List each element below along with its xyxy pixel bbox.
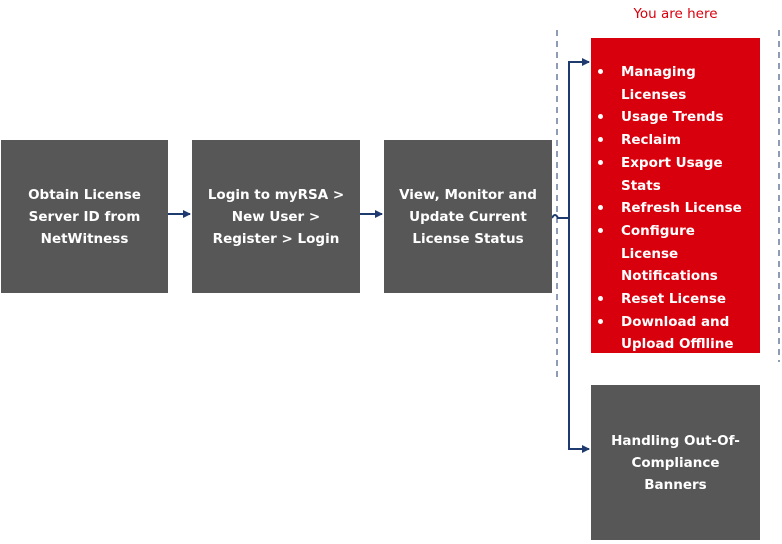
step-label: Login to myRSA > New User > Register > L… [207,186,345,247]
you-are-here-label: You are here [633,6,718,22]
list-item: Configure License Notifications [591,220,754,288]
list-item: Reset License [591,288,754,311]
current-step-list: Managing Licenses Usage Trends Reclaim E… [591,61,754,402]
arrow-to-other-step [582,445,590,453]
arrow-to-current-step [582,58,590,66]
branch-connector [551,61,589,450]
step-obtain-license-server-id: Obtain License Server ID from NetWitness [1,140,168,293]
list-item: Refresh License [591,197,754,220]
list-item: Usage Trends [591,106,754,129]
step-view-monitor-update: View, Monitor and Update Current License… [384,140,552,293]
step-label: View, Monitor and Update Current License… [399,186,537,247]
step-label: Handling Out-Of-Compliance Banners [611,432,740,493]
step-login-myrsa: Login to myRSA > New User > Register > L… [192,140,360,293]
step-out-of-compliance-banners: Handling Out-Of-Compliance Banners [591,385,760,540]
step-label: Obtain License Server ID from NetWitness [28,186,141,247]
list-item: Reclaim [591,129,754,152]
list-item: Export Usage Stats [591,152,754,197]
list-item: Managing Licenses [591,61,754,106]
current-step-box: Managing Licenses Usage Trends Reclaim E… [591,38,760,398]
